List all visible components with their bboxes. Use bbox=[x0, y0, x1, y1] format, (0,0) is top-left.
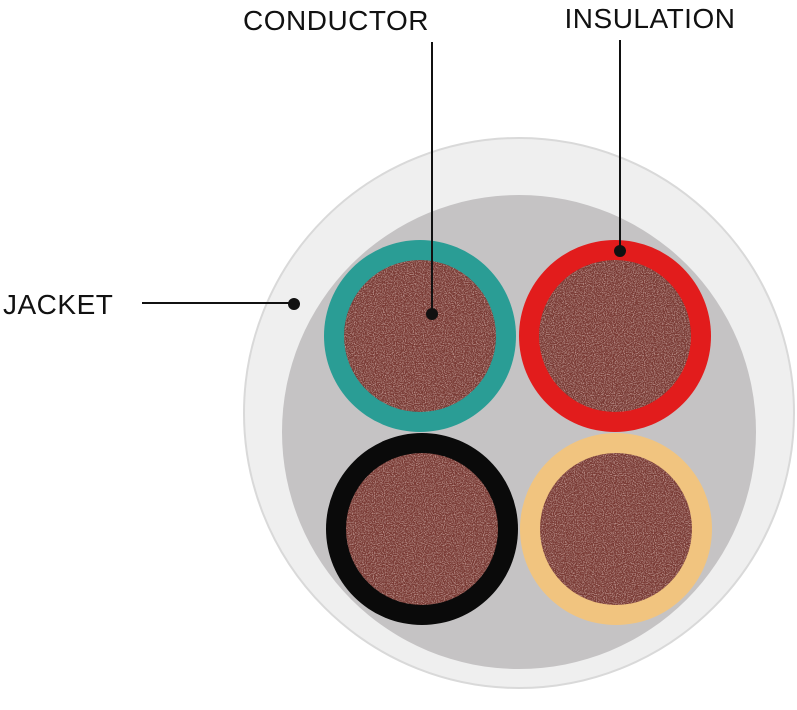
jacket-pointer-dot bbox=[288, 298, 300, 310]
jacket-callout: JACKET bbox=[3, 289, 300, 320]
tan-conductor bbox=[540, 453, 692, 605]
insulation-callout: INSULATION bbox=[565, 3, 736, 257]
conductor-callout: CONDUCTOR bbox=[243, 5, 438, 320]
wire-black bbox=[326, 433, 518, 625]
wire-red bbox=[519, 240, 711, 432]
jacket-label: JACKET bbox=[3, 289, 113, 320]
black-conductor bbox=[346, 453, 498, 605]
wire-tan bbox=[520, 433, 712, 625]
insulation-label: INSULATION bbox=[565, 3, 736, 34]
jacket-inner-fill bbox=[282, 195, 756, 669]
red-conductor bbox=[539, 260, 691, 412]
conductor-pointer-dot bbox=[426, 308, 438, 320]
conductor-label: CONDUCTOR bbox=[243, 5, 429, 36]
wire-teal bbox=[324, 240, 516, 432]
teal-conductor bbox=[344, 260, 496, 412]
insulation-pointer-dot bbox=[614, 245, 626, 257]
